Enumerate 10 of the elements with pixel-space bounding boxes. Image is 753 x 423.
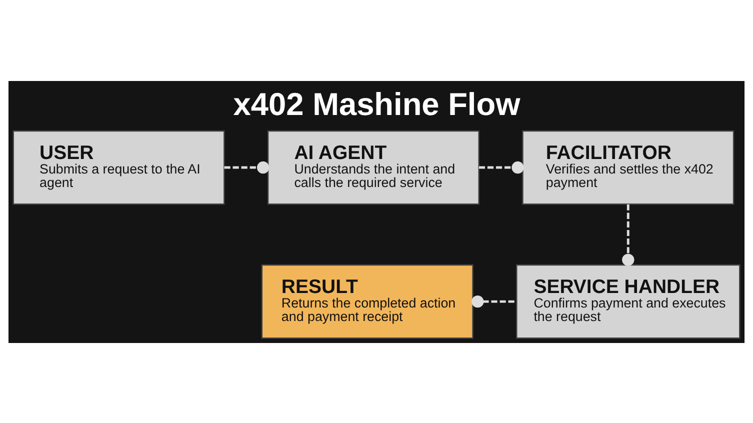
diagram-title: x402 Mashine Flow (233, 85, 520, 122)
connector (622, 204, 634, 266)
connector (224, 160, 270, 174)
connector (472, 294, 516, 308)
connector (478, 160, 524, 174)
node-box: FACILITATOR Verifies and settles the x402 payment (522, 130, 734, 204)
node-box: SERVICE HANDLER Confirms payment and executes the request (516, 264, 740, 338)
node-box: USER Submits a request to the AI agent (12, 130, 225, 204)
node-box: RESULT Returns the completed action and payment receipt (261, 264, 474, 338)
node-box: AI AGENT Understands the intent and calls the required service (267, 130, 480, 204)
